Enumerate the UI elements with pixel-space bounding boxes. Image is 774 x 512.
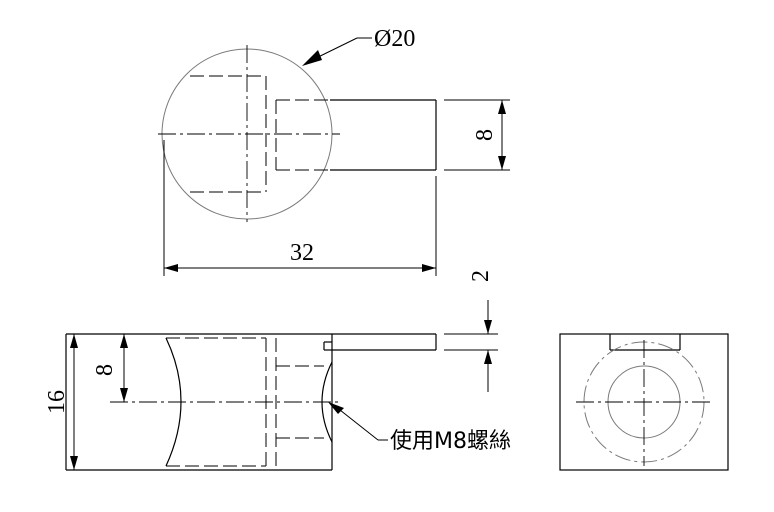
- width-arrowhead-bottom: [498, 156, 506, 170]
- height-dimension: 16: [44, 334, 78, 470]
- height-arrowhead-bottom: [70, 456, 78, 470]
- screw-note-leader-line: [339, 409, 379, 441]
- height-arrowhead-top: [70, 334, 78, 348]
- screw-note-arrowhead: [328, 402, 344, 414]
- width-dimension: 8: [444, 99, 510, 171]
- side-view-outline: [559, 333, 729, 471]
- diameter-leader-arrowhead: [302, 50, 322, 66]
- gap-dimension: 2: [444, 270, 498, 392]
- length-arrowhead-left: [164, 264, 178, 272]
- hole-depth-arrowhead-top: [120, 334, 128, 348]
- hole-depth-dimension: 8: [92, 334, 128, 402]
- height-label: 16: [44, 390, 70, 414]
- hole-depth-label: 8: [92, 364, 118, 376]
- width-label: 8: [472, 129, 498, 141]
- gap-arrowhead-bottom: [484, 350, 492, 364]
- side-view: [559, 333, 729, 471]
- diameter-label: Ø20: [374, 26, 415, 52]
- diameter-callout: Ø20: [302, 26, 415, 66]
- gap-arrowhead-top: [484, 320, 492, 334]
- width-arrowhead-top: [498, 100, 506, 114]
- hole-depth-arrowhead-bottom: [120, 388, 128, 402]
- screw-note-callout: 使用M8螺絲: [328, 402, 511, 454]
- length-dimension: 32: [163, 140, 437, 276]
- length-arrowhead-right: [422, 264, 436, 272]
- top-view: Ø20 8 32: [158, 26, 510, 276]
- front-view-saddle-curve-left: [165, 337, 182, 467]
- length-label: 32: [290, 240, 314, 266]
- front-view: 16 8 2 使用M8螺絲: [44, 270, 511, 471]
- screw-note-label: 使用M8螺絲: [390, 429, 511, 454]
- gap-label: 2: [468, 270, 494, 282]
